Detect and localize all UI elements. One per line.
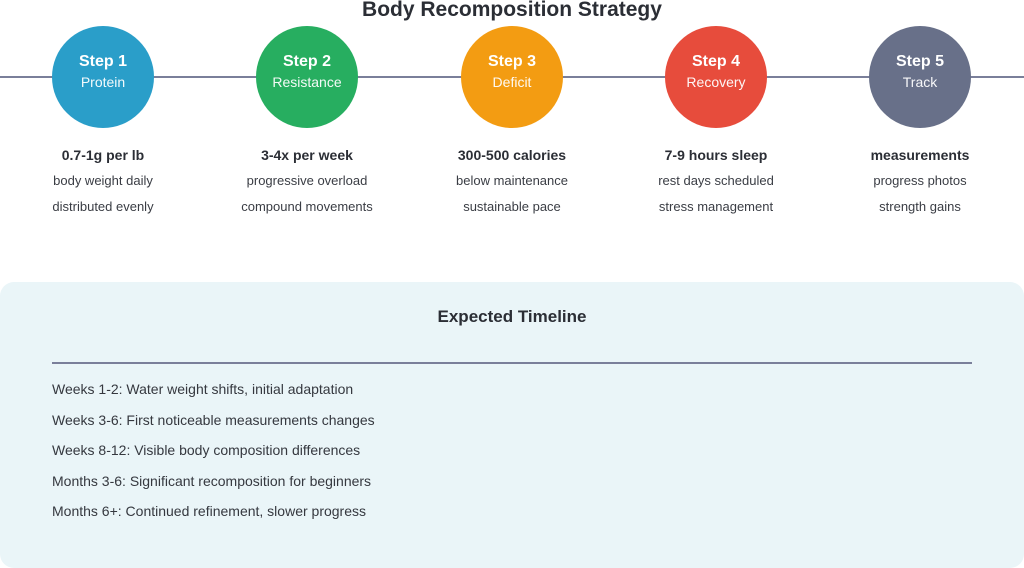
- step-detail: rest days scheduled: [658, 173, 774, 188]
- expected-timeline-panel: Expected Timeline Weeks 1-2: Water weigh…: [0, 282, 1024, 568]
- step-description: 300-500 calories below maintenance susta…: [456, 145, 568, 217]
- step-headline: 300-500 calories: [457, 147, 567, 163]
- step-detail: body weight daily: [53, 173, 153, 188]
- step-headline: 3-4x per week: [261, 147, 353, 163]
- step-number: Step 2: [282, 53, 331, 70]
- timeline-item: Months 6+: Continued refinement, slower …: [52, 503, 366, 520]
- step-detail: below maintenance: [455, 173, 569, 188]
- timeline-item: Weeks 1-2: Water weight shifts, initial …: [52, 381, 354, 397]
- timeline-divider: [52, 362, 972, 364]
- step-4: Step 4 Recovery 7-9 hours sleep rest day…: [616, 26, 816, 217]
- step-number: Step 1: [78, 53, 127, 70]
- diagram-title: Body Recomposition Strategy: [362, 0, 662, 21]
- timeline-item: Months 3-6: Significant recomposition fo…: [52, 472, 372, 489]
- timeline-list: Weeks 1-2: Water weight shifts, initial …: [52, 379, 375, 532]
- step-detail: strength gains: [879, 199, 961, 214]
- step-number: Step 5: [895, 53, 944, 70]
- step-1: Step 1 Protein 0.7-1g per lb body weight…: [3, 26, 203, 217]
- step-3: Step 3 Deficit 300-500 calories below ma…: [412, 26, 612, 217]
- step-headline: 7-9 hours sleep: [664, 147, 768, 163]
- step-detail: progressive overload: [246, 173, 368, 188]
- step-description: 3-4x per week progressive overload compo…: [241, 145, 373, 217]
- step-detail: distributed evenly: [52, 199, 154, 214]
- step-headline: 0.7-1g per lb: [61, 147, 145, 163]
- step-detail: stress management: [658, 199, 774, 214]
- step-description: 0.7-1g per lb body weight daily distribu…: [52, 145, 153, 217]
- step-description: measurements progress photos strength ga…: [871, 145, 970, 217]
- step-circle: Step 5 Track: [869, 26, 971, 128]
- step-detail: progress photos: [873, 173, 967, 188]
- step-circle: Step 1 Protein: [52, 26, 154, 128]
- step-detail: sustainable pace: [463, 199, 561, 214]
- step-name: Recovery: [686, 74, 746, 90]
- step-2: Step 2 Resistance 3-4x per week progress…: [207, 26, 407, 217]
- step-circle: Step 4 Recovery: [665, 26, 767, 128]
- step-name: Resistance: [272, 74, 342, 90]
- timeline-item: Weeks 8-12: Visible body composition dif…: [52, 442, 361, 459]
- step-name: Track: [902, 74, 938, 90]
- step-number: Step 3: [487, 53, 536, 70]
- step-name: Deficit: [492, 74, 532, 90]
- step-circle: Step 3 Deficit: [461, 26, 563, 128]
- step-description: 7-9 hours sleep rest days scheduled stre…: [658, 145, 774, 217]
- timeline-item: Weeks 3-6: First noticeable measurements…: [52, 411, 375, 428]
- step-circle: Step 2 Resistance: [256, 26, 358, 128]
- timeline-title: Expected Timeline: [437, 307, 587, 326]
- step-name: Protein: [80, 74, 126, 90]
- step-headline: measurements: [870, 147, 970, 163]
- step-detail: compound movements: [241, 199, 373, 214]
- step-5: Step 5 Track measurements progress photo…: [820, 26, 1020, 217]
- step-number: Step 4: [691, 53, 740, 70]
